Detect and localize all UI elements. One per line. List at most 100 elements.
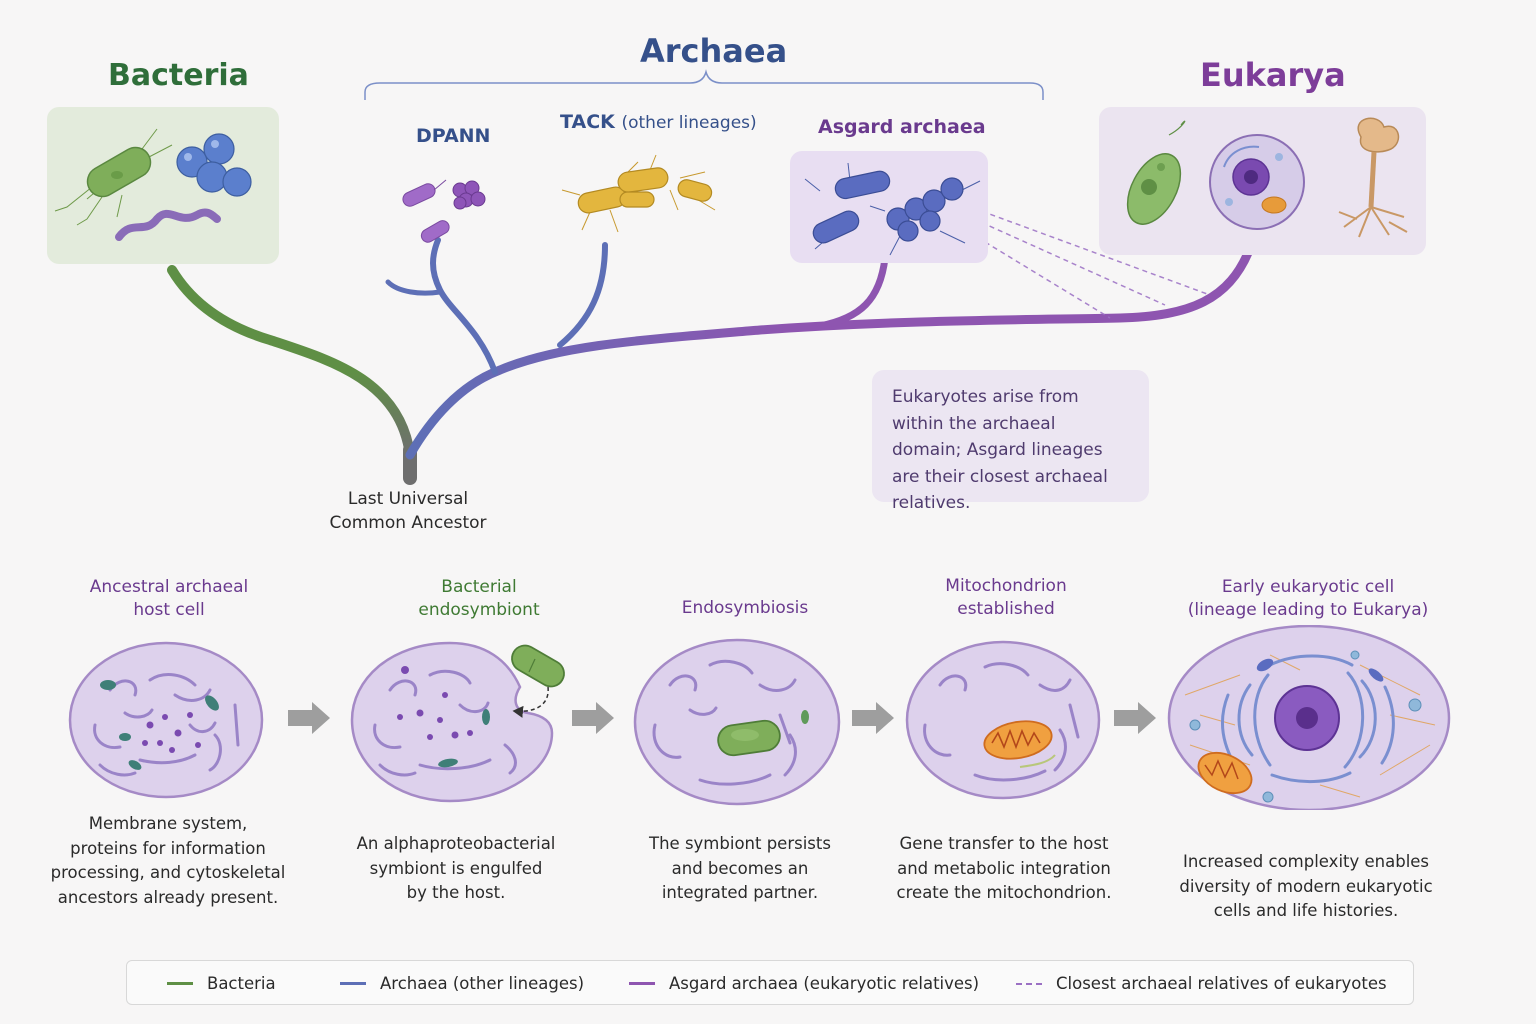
step-5-desc-line: diversity of modern eukaryotic — [1179, 876, 1433, 896]
endosymbiont-bacterium-icon — [511, 644, 565, 688]
step-4-desc-line: and metabolic integration — [897, 858, 1111, 878]
dpann-cells — [402, 179, 486, 243]
phylogenetic-tree — [167, 69, 1255, 485]
luca-label-line1: Last Universal — [347, 489, 469, 509]
legend-item-archaea: Archaea (other lineages) — [340, 961, 584, 1006]
tack-cell-icon — [577, 167, 713, 214]
step-3-description: The symbiont persists and becomes an int… — [610, 832, 870, 906]
eukarya-title: Eukarya — [1200, 56, 1346, 94]
host-cell-4 — [905, 640, 1101, 800]
annotation-note: Eukaryotes arise from within the archaea… — [872, 370, 1149, 513]
step-1-desc-line: proteins for information — [70, 838, 266, 858]
eukaryotic-cell-5 — [1167, 625, 1451, 810]
step-4-desc-line: create the mitochondrion. — [896, 883, 1112, 902]
asgard-cell-icon — [812, 170, 964, 244]
step-4-desc-line: Gene transfer to the host — [899, 834, 1109, 853]
step-5-desc-line: Increased complexity enables — [1182, 852, 1430, 871]
legend-swatch — [340, 982, 366, 985]
legend-label: Bacteria — [207, 974, 276, 993]
asgard-panel — [790, 151, 988, 263]
step-3-desc-line: and becomes an — [671, 858, 809, 878]
step-3-title: Endosymbiosis — [634, 597, 856, 620]
step-arrow-3 — [852, 702, 894, 734]
tack-cells — [561, 154, 716, 233]
step-4-title-line2: established — [957, 599, 1055, 619]
step-5-description: Increased complexity enables diversity o… — [1160, 850, 1452, 924]
step-3-desc-line: integrated partner. — [661, 883, 819, 902]
step-4-title-line1: Mitochondrion — [945, 576, 1067, 596]
tack-name: TACK — [560, 111, 615, 133]
step-1-desc-line: processing, and cytoskeletal — [50, 863, 286, 882]
eukaryotic-cell-icon — [1209, 134, 1305, 230]
dpann-cluster-icon — [452, 180, 486, 210]
tack-label: TACK (other lineages) — [560, 111, 757, 133]
step-arrow-4 — [1114, 702, 1156, 734]
step-1-title: Ancestral archaeal host cell — [58, 576, 280, 622]
step-1-title-line1: Ancestral archaeal — [89, 577, 249, 597]
cytoskeleton-fibers — [1184, 654, 1436, 798]
legend-item-asgard: Asgard archaea (eukaryotic relatives) — [629, 961, 979, 1006]
host-cell-1 — [68, 641, 264, 799]
legend-swatch — [629, 982, 655, 985]
step-1-desc-line: ancestors already present. — [57, 887, 279, 907]
eukarya-illustration — [1126, 117, 1408, 238]
dpann-label: DPANN — [416, 125, 491, 147]
luca-label-line2: Common Ancestor — [329, 513, 487, 533]
step-5-title: Early eukaryotic cell (lineage leading t… — [1168, 576, 1448, 622]
step-5-title-line1: Early eukaryotic cell — [1221, 577, 1395, 597]
legend-label: Asgard archaea (eukaryotic relatives) — [669, 974, 980, 993]
tack-branch — [557, 242, 608, 348]
legend: Bacteria Archaea (other lineages) Asgard… — [126, 960, 1414, 1005]
step-arrow-1 — [288, 702, 330, 734]
legend-item-closest-relatives: Closest archaeal relatives of eukaryotes — [1016, 961, 1387, 1006]
step-2-title: Bacterial endosymbiont — [368, 576, 590, 622]
step-4-title: Mitochondrion established — [895, 575, 1117, 621]
bacteria-branch — [167, 265, 415, 460]
mitochondrion-icon — [1197, 751, 1253, 795]
step-1-title-line2: host cell — [133, 600, 205, 620]
step-3-title-line1: Endosymbiosis — [681, 598, 809, 618]
coccus-cluster-icon — [176, 133, 252, 197]
fungus-icon — [1338, 117, 1408, 238]
step-1-description: Membrane system, proteins for informatio… — [38, 812, 298, 910]
symbiont-inside-icon — [717, 719, 781, 757]
step-arrow-2 — [572, 702, 614, 734]
legend-label: Closest archaeal relatives of eukaryotes — [1056, 974, 1387, 993]
eukarya-panel — [1099, 107, 1426, 255]
legend-swatch — [167, 982, 193, 985]
engulf-arrow — [512, 686, 549, 718]
legend-label: Archaea (other lineages) — [380, 974, 585, 993]
endoplasmic-reticulum — [1220, 654, 1395, 783]
step-3-desc-line: The symbiont persists — [649, 834, 831, 853]
asgard-label: Asgard archaea — [818, 116, 986, 138]
luca-label: Last Universal Common Ancestor — [298, 487, 518, 535]
step-2-desc-line: symbiont is engulfed — [369, 858, 543, 878]
step-1-desc-line: Membrane system, — [88, 814, 248, 833]
step-5-title-line2: (lineage leading to Eukarya) — [1187, 600, 1429, 620]
step-2-desc-line: An alphaproteobacterial — [356, 834, 556, 853]
archaea-title: Archaea — [640, 32, 788, 70]
bacteria-panel — [47, 107, 279, 264]
legend-item-bacteria: Bacteria — [167, 961, 276, 1006]
legend-swatch — [1016, 982, 1042, 985]
mitochondrion-icon — [983, 720, 1053, 760]
host-cell-2 — [350, 641, 565, 803]
host-cell-3 — [633, 638, 841, 806]
step-5-desc-line: cells and life histories. — [1213, 901, 1399, 920]
bacteria-illustration — [54, 128, 252, 241]
tack-note: (other lineages) — [621, 113, 757, 133]
step-2-title-line2: endosymbiont — [418, 600, 540, 620]
step-2-desc-line: by the host. — [406, 883, 506, 902]
spirochete-icon — [115, 208, 221, 241]
protist-icon — [1126, 120, 1186, 225]
endosymbiosis-steps — [68, 625, 1451, 810]
step-2-title-line1: Bacterial — [441, 577, 517, 597]
asgard-branch — [816, 254, 889, 330]
step-4-description: Gene transfer to the host and metabolic … — [874, 832, 1134, 906]
asgard-illustration — [804, 162, 981, 256]
rod-bacterium-icon — [54, 128, 173, 226]
bacteria-title: Bacteria — [108, 58, 249, 93]
dpann-branch — [430, 237, 498, 375]
archaea-branch — [405, 243, 1255, 460]
step-2-description: An alphaproteobacterial symbiont is engu… — [326, 832, 586, 906]
